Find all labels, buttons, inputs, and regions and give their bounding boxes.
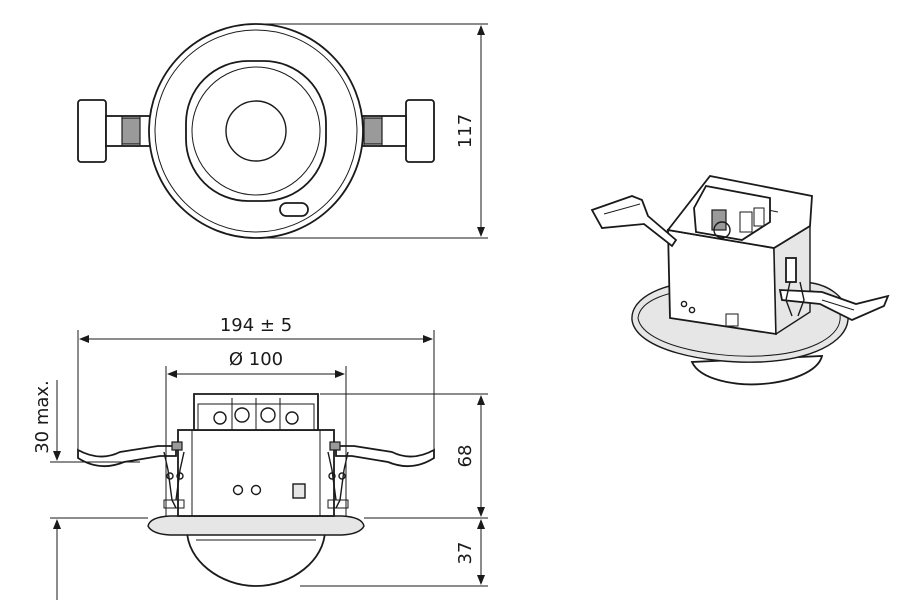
dim-dome-height: 37 [300,519,488,587]
side-view-flange [147,515,365,536]
dim-clamp-height-label: 30 max. [32,380,53,454]
dim-overall-width-label: 194 ± 5 [220,315,292,336]
dim-body-diameter: Ø 100 [165,349,347,516]
dim-top-height: 117 [256,23,488,239]
dim-top-height-label: 117 [455,114,476,148]
side-view-housing [177,429,335,517]
top-view-left-clamp [77,99,157,163]
dim-body-height: 68 [320,393,488,519]
top-view [77,23,435,239]
top-view-body [185,60,327,202]
dim-dome-height-label: 37 [455,542,476,565]
dim-clamp-height: 30 max. [32,380,148,600]
iso-dome [690,355,824,386]
iso-right-spring [778,289,890,321]
dim-body-height-label: 68 [455,445,476,468]
dim-overall-width: 194 ± 5 [77,315,435,450]
top-view-slot [279,202,309,217]
side-view-left-spring [77,445,177,468]
dim-body-diameter-label: Ø 100 [229,349,283,370]
isometric-view [590,175,890,386]
top-view-lens-outer [191,66,321,196]
side-view-dome [186,529,326,587]
iso-left-spring [590,195,678,248]
side-view [77,393,435,587]
side-view-right-spring [335,445,435,468]
top-view-lens [225,100,287,162]
